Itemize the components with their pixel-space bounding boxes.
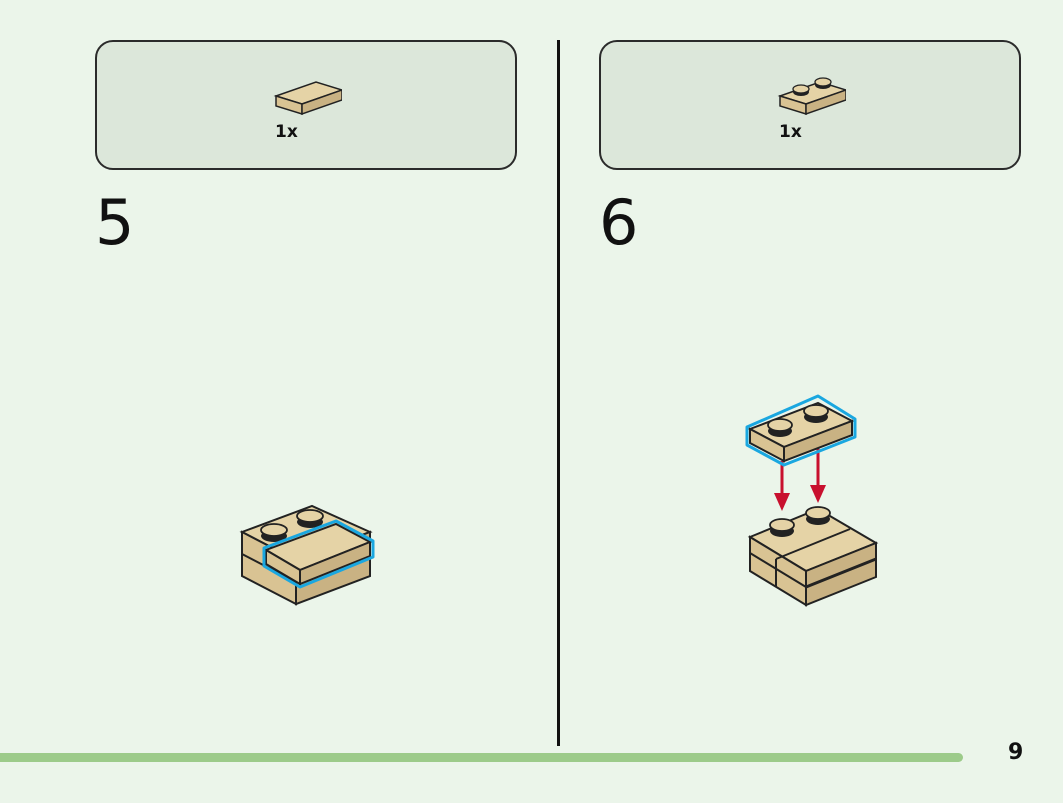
- placement-arrow: [810, 447, 826, 503]
- parts-callout-step-5: 1x: [95, 40, 517, 170]
- step-6-model-illustration: [745, 394, 879, 607]
- parts-callout-step-6: 1x: [599, 40, 1021, 170]
- step-number-5: 5: [95, 186, 135, 259]
- placement-arrow: [774, 461, 790, 511]
- progress-bar: [0, 753, 963, 762]
- part-quantity: 1x: [275, 122, 298, 142]
- part-quantity: 1x: [779, 122, 802, 142]
- plate-1x2-icon: [777, 77, 846, 116]
- page-number: 9: [1008, 740, 1024, 765]
- step-number-6: 6: [599, 186, 639, 259]
- step-5-model-illustration: [239, 504, 375, 606]
- tile-1x2-icon: [273, 81, 342, 116]
- step-divider: [557, 40, 560, 746]
